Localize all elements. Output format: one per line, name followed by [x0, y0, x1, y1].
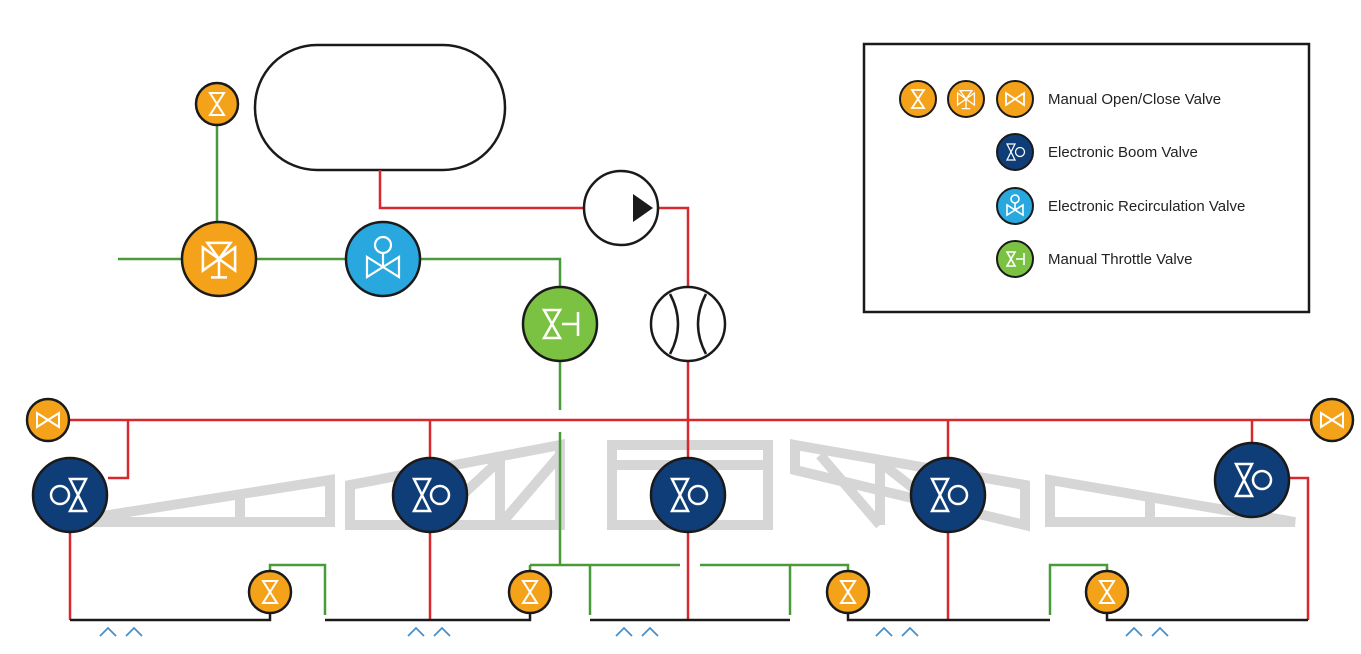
legend-box [862, 42, 1311, 314]
legend-label-manual-open-close: Manual Open/Close Valve [1048, 91, 1221, 108]
manual-open-close-valve-icon [507, 569, 553, 615]
manual-throttle-valve-icon [521, 285, 599, 363]
legend-label-manual-throttle: Manual Throttle Valve [1048, 251, 1193, 268]
manual-open-close-valve-icon [996, 80, 1034, 118]
nozzle [875, 626, 919, 637]
manual-open-close-valve-icon [899, 80, 937, 118]
legend-label-electronic-boom: Electronic Boom Valve [1048, 144, 1198, 161]
electronic-boom-valve-icon [996, 133, 1034, 171]
manual-open-close-valve-icon [1084, 569, 1130, 615]
manual-open-close-valve-icon [194, 81, 240, 127]
electronic-boom-valve-icon [391, 456, 469, 534]
tank [253, 43, 507, 172]
nozzle [1125, 626, 1169, 637]
electronic-boom-valve-icon [909, 456, 987, 534]
electronic-recirculation-valve-icon [996, 187, 1034, 225]
electronic-boom-valve-icon [1213, 441, 1291, 519]
manual-open-close-valve-icon [825, 569, 871, 615]
manual-three-way-valve-icon [180, 220, 258, 298]
pressure-lines [48, 170, 1332, 620]
pump [582, 169, 660, 247]
manual-open-close-valve-icon [25, 397, 71, 443]
electronic-boom-valve-icon [649, 456, 727, 534]
electronic-boom-valve-icon [31, 456, 109, 534]
manual-open-close-valve-icon [1309, 397, 1355, 443]
manual-three-way-valve-icon [947, 80, 985, 118]
manual-throttle-valve-icon [996, 240, 1034, 278]
electronic-recirculation-valve-icon [344, 220, 422, 298]
nozzle [407, 626, 451, 637]
return-lines [118, 125, 1109, 615]
nozzles [99, 626, 1169, 637]
legend: Manual Open/Close Valve Electronic Boom … [862, 42, 1311, 314]
legend-label-electronic-recirculation: Electronic Recirculation Valve [1048, 198, 1245, 215]
flow-meter [649, 285, 727, 363]
nozzle [615, 626, 659, 637]
manual-open-close-valve-icon [247, 569, 293, 615]
nozzle [99, 626, 143, 637]
